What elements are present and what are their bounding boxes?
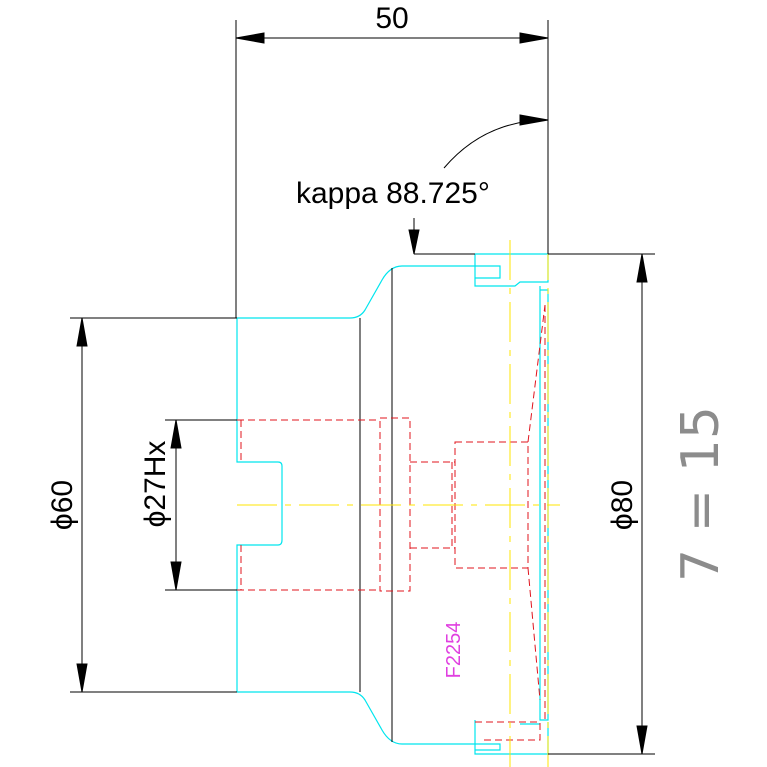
diameter-60-label: ϕ60	[46, 480, 79, 530]
hidden-lines	[237, 304, 546, 741]
part-code-label: F2254	[443, 622, 465, 679]
angle-label: kappa 88.725°	[296, 177, 490, 210]
part-outline	[236, 253, 549, 755]
diameter-bore-label: ϕ27Hx	[139, 441, 172, 528]
center-lines	[237, 240, 560, 767]
dimension-lines	[70, 20, 655, 755]
diameter-80-label: ϕ80	[606, 480, 639, 530]
grooves-label: 7 = 15	[671, 406, 731, 582]
dimension-width-label: 50	[375, 2, 408, 35]
